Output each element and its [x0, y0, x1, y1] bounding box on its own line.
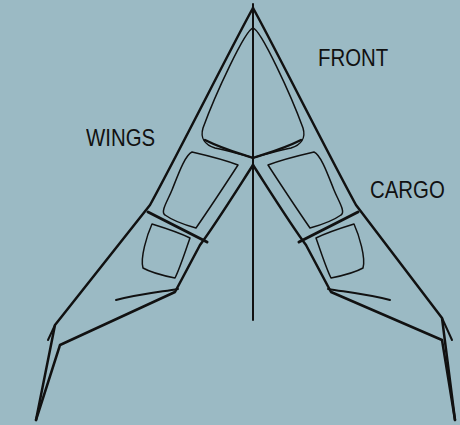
part-label: CARGO: [370, 176, 445, 204]
hull-inner: [36, 165, 253, 420]
canopy: [202, 28, 304, 158]
canopy-seam: [205, 140, 301, 158]
panel-divider: [299, 212, 358, 242]
hull-outline: [36, 8, 253, 420]
wing-panel: [268, 152, 343, 228]
hull-outline: [253, 8, 455, 420]
part-label: WINGS: [86, 124, 155, 152]
center-line: [252, 4, 254, 320]
panel-divider: [148, 212, 207, 242]
hull-inner: [253, 165, 455, 420]
cargo-panel: [142, 224, 190, 278]
wing-tip: [442, 318, 452, 340]
panel-divider: [328, 289, 390, 300]
part-label: FRONT: [318, 44, 388, 72]
cargo-panel: [316, 224, 364, 278]
wing-panel: [163, 152, 238, 228]
wing-tip: [48, 325, 55, 340]
panel-divider: [116, 289, 178, 300]
